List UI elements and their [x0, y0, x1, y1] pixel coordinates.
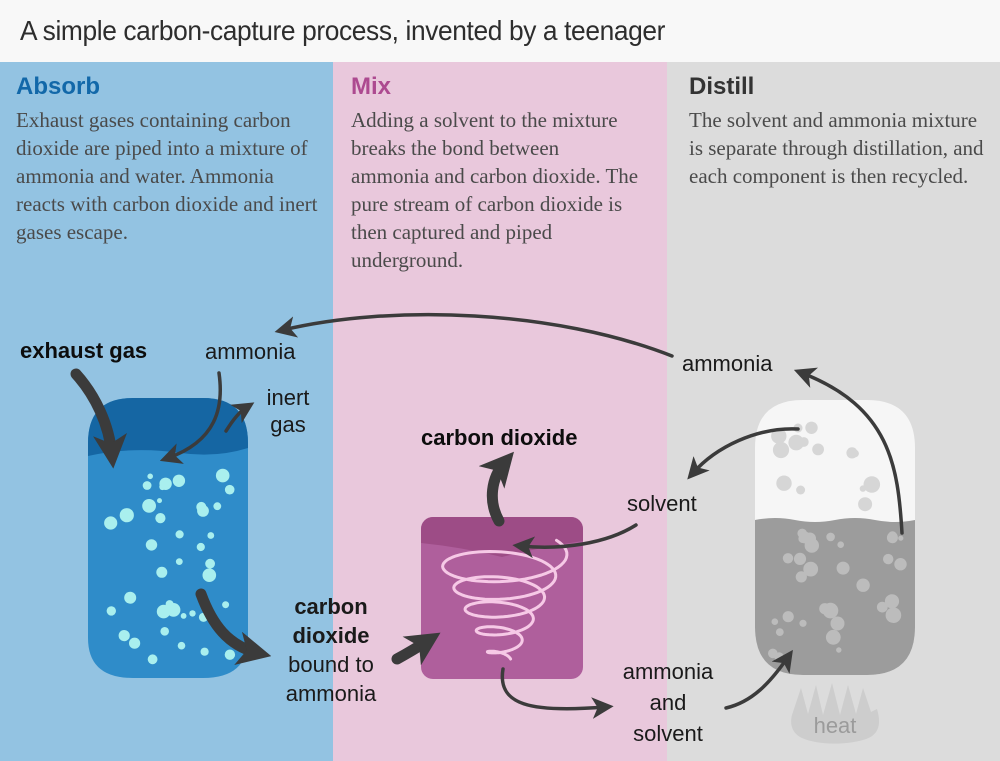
- label-ammonia-right: ammonia: [682, 351, 773, 376]
- label-co2-bound-to-ammonia: carbon dioxide bound to ammonia: [276, 592, 386, 708]
- panel-absorb-body: Exhaust gases containing carbon dioxide …: [16, 108, 318, 244]
- label-co2-bound-line2: dioxide: [292, 623, 370, 648]
- label-inert-gas: inert gas: [254, 384, 322, 438]
- panel-distill-body: The solvent and ammonia mixture is separ…: [689, 108, 984, 188]
- label-inert-gas-line1: inert: [266, 385, 310, 410]
- label-co2-bound-line4: ammonia: [285, 681, 377, 706]
- panel-absorb-heading: Absorb: [16, 73, 100, 100]
- panel-distill-heading: Distill: [689, 73, 755, 100]
- label-aas-line2: and: [649, 690, 687, 715]
- label-aas-line1: ammonia: [622, 659, 714, 684]
- page-title: A simple carbon-capture process, invente…: [20, 15, 666, 46]
- label-co2-bound-line3: bound to: [288, 652, 374, 677]
- label-inert-gas-line2: gas: [270, 412, 306, 437]
- label-aas-line3: solvent: [633, 721, 703, 746]
- label-carbon-dioxide-mix: carbon dioxide: [421, 425, 578, 450]
- panel-mix-heading: Mix: [351, 73, 392, 100]
- label-co2-bound-line1: carbon: [294, 594, 368, 619]
- label-solvent: solvent: [627, 491, 697, 516]
- label-ammonia-and-solvent: ammonia and solvent: [610, 656, 726, 749]
- panel-mix-body: Adding a solvent to the mixture breaks t…: [351, 108, 639, 272]
- label-exhaust-gas: exhaust gas: [20, 338, 148, 363]
- label-ammonia-left: ammonia: [205, 339, 296, 364]
